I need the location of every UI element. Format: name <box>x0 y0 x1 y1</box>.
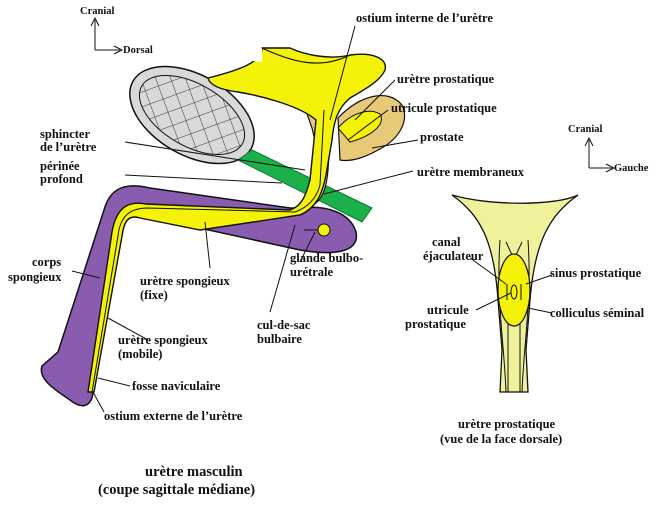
label-prostate: prostate <box>420 130 464 144</box>
label-fosse-naviculaire: fosse naviculaire <box>132 379 221 393</box>
label-sphincter-line2: de l’urètre <box>40 140 97 154</box>
caption-detail-line2: (vue de la face dorsale) <box>440 432 562 446</box>
caption-detail-line1: urètre prostatique <box>458 417 556 431</box>
label-spongieux-fixe-line2: (fixe) <box>140 288 168 302</box>
bulbourethral-gland <box>304 223 331 237</box>
captions: urètre masculin (coupe sagittale médiane… <box>98 417 562 498</box>
label-sphincter-line1: sphincter <box>40 127 90 141</box>
caption-main-line2: (coupe sagittale médiane) <box>98 482 255 498</box>
label-corps-line2: spongieux <box>8 270 62 284</box>
label-spongieux-mobile-line2: (mobile) <box>118 347 162 361</box>
label-utricule-detail-line1: utricule <box>427 303 469 317</box>
label-canal-line2: éjaculateur <box>423 249 484 263</box>
orientation-gauche-label: Gauche <box>614 163 649 174</box>
label-uretre-membraneux: urètre membraneux <box>417 165 525 179</box>
label-spongieux-fixe-line1: urètre spongieux <box>140 274 230 288</box>
orientation-axes-main: Cranial Dorsal <box>80 6 153 56</box>
prostatic-urethra-detail <box>451 194 579 393</box>
label-perinee-line2: profond <box>40 172 83 186</box>
orientation-cranial-label-detail: Cranial <box>568 124 603 135</box>
bladder-and-urethra <box>87 33 386 393</box>
pubic-symphysis <box>129 65 255 165</box>
orientation-dorsal-label: Dorsal <box>123 45 153 56</box>
label-utricule-prostatique: utricule prostatique <box>391 101 497 115</box>
label-corps-line1: corps <box>32 255 61 269</box>
label-canal-line1: canal <box>432 235 461 249</box>
label-uretre-prostatique: urètre prostatique <box>397 72 495 86</box>
label-ostium-externe: ostium externe de l’urètre <box>104 409 243 423</box>
leader-lines-main <box>71 25 419 413</box>
label-glande-line2: urétrale <box>290 265 333 279</box>
caption-main-line1: urètre masculin <box>145 464 243 480</box>
label-cul-de-sac-line2: bulbaire <box>257 332 302 346</box>
label-colliculus-seminal: colliculus séminal <box>550 306 645 320</box>
leader-lines-detail <box>469 257 553 314</box>
label-sinus-prostatique: sinus prostatique <box>550 266 642 280</box>
label-spongieux-mobile-line1: urètre spongieux <box>118 333 208 347</box>
labels-main: ostium interne de l’urètre urètre prosta… <box>8 11 525 423</box>
label-utricule-detail-line2: prostatique <box>405 317 466 331</box>
labels-detail: canal éjaculateur sinus prostatique utri… <box>405 235 645 331</box>
label-glande-line1: glande bulbo- <box>290 251 363 265</box>
label-perinee-line1: périnée <box>40 159 80 173</box>
label-ostium-interne: ostium interne de l’urètre <box>356 11 493 25</box>
orientation-cranial-label: Cranial <box>80 6 115 17</box>
label-cul-de-sac-line1: cul-de-sac <box>257 318 311 332</box>
orientation-axes-detail: Cranial Gauche <box>568 124 649 174</box>
perineum-deep <box>237 149 373 223</box>
